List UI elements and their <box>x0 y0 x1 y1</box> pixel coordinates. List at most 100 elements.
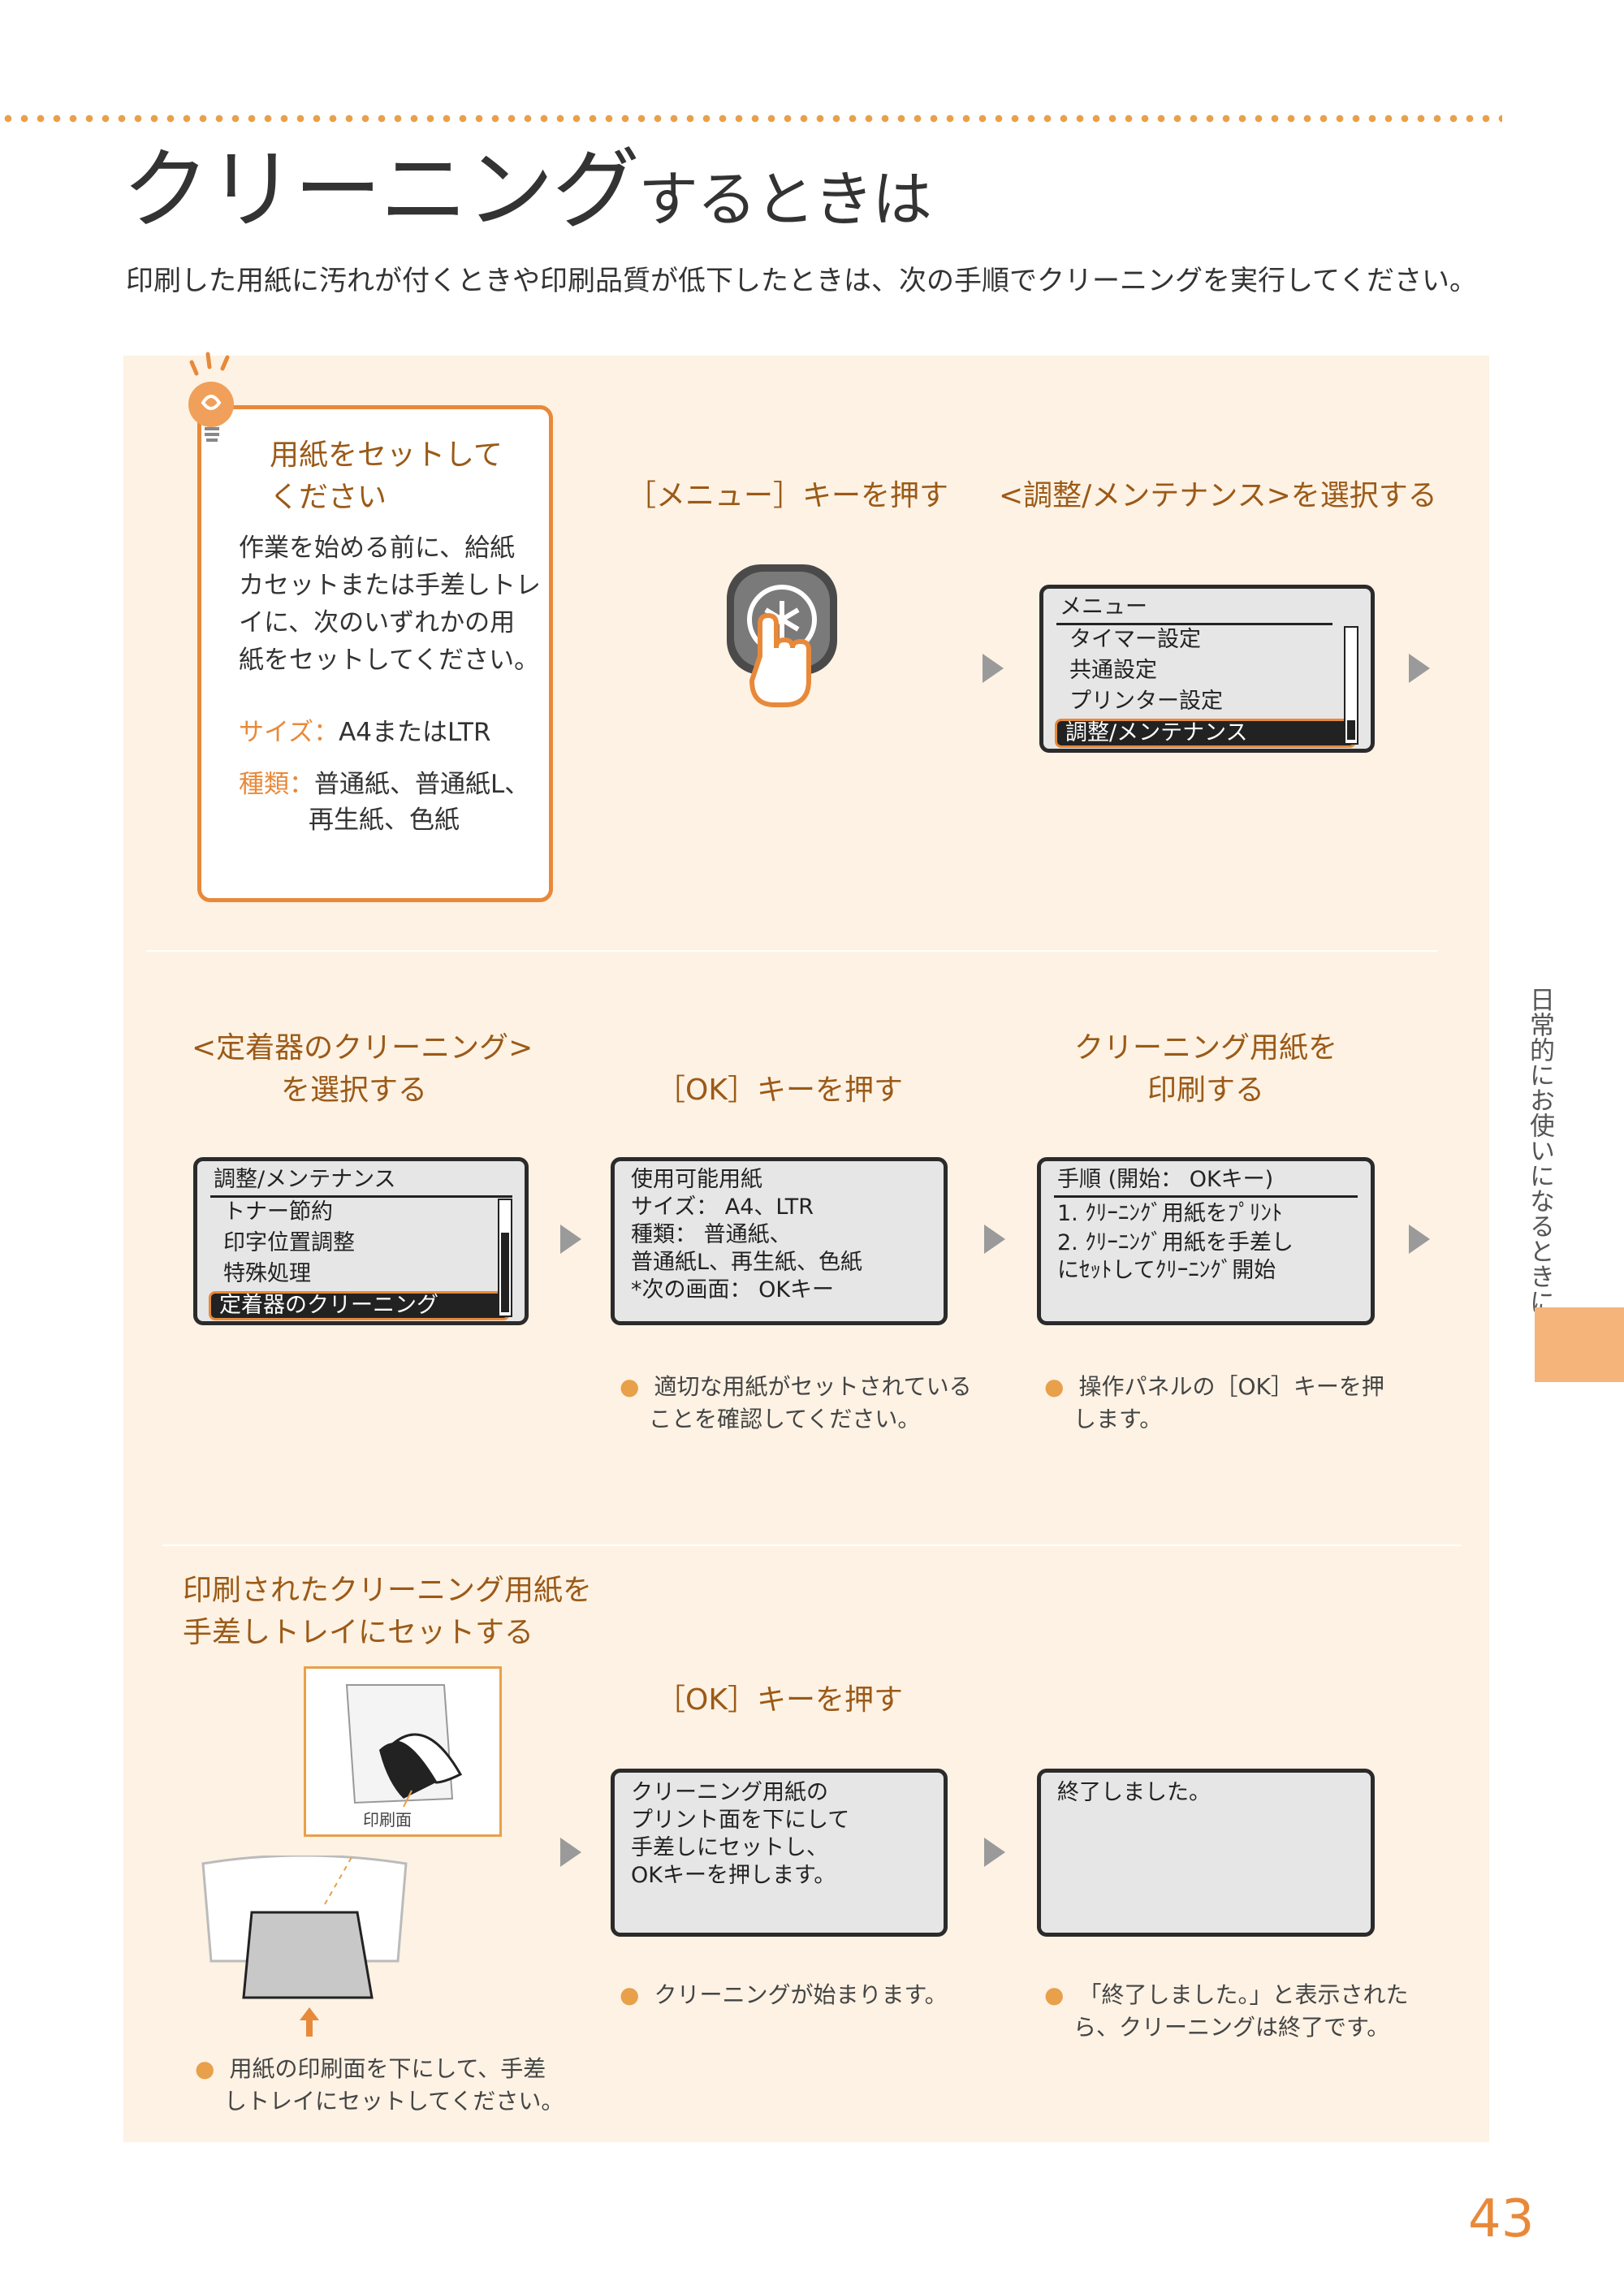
arrow-icon <box>560 1838 581 1867</box>
note-line: します。 <box>1073 1406 1163 1432</box>
step-select-fixing: <定着器のクリーニング> を選択する <box>192 1027 533 1112</box>
lcd-menu: メニュー タイマー設定 共通設定 プリンター設定 調整/メンテナンス <box>1039 585 1375 753</box>
arrow-icon <box>1409 654 1430 683</box>
tip-body-line: 作業を始める前に、給紙 <box>239 534 516 563</box>
lcd-item-selected[interactable]: 定着器のクリーニング <box>209 1291 510 1320</box>
bullet-icon: ● <box>1044 1981 1065 2008</box>
lcd-item-selected[interactable]: 調整/メンテナンス <box>1055 719 1356 748</box>
step-ok-key: ［OK］キーを押す <box>656 1074 903 1107</box>
tip-body-line: イに、次のいずれかの用 <box>239 608 516 637</box>
lcd-item[interactable]: タイマー設定 <box>1069 627 1201 652</box>
lcd-rule <box>1054 1195 1358 1198</box>
lightbulb-icon <box>180 349 253 447</box>
lcd-adjust: 調整/メンテナンス トナー節約 印字位置調整 特殊処理 定着器のクリーニング <box>193 1157 529 1325</box>
lcd-item[interactable]: プリンター設定 <box>1069 689 1223 714</box>
lcd-rule <box>1056 623 1332 625</box>
lcd-item[interactable]: 印字位置調整 <box>223 1230 355 1255</box>
title-main: クリーニング <box>122 140 640 241</box>
note-line: 適切な用紙がセットされている <box>654 1373 972 1400</box>
step-line: 印刷されたクリーニング用紙を <box>183 1574 593 1607</box>
step-line: <定着器のクリーニング> <box>192 1031 533 1065</box>
note-line: 用紙の印刷面を下にして、手差 <box>229 2055 546 2082</box>
bullet-icon: ● <box>195 2055 215 2082</box>
tip-title-line: ください <box>270 481 387 514</box>
note-check-paper: ● 適切な用紙がセットされている ことを確認してください。 <box>620 1371 972 1436</box>
side-tab-label: 日常的にお使いになるときに <box>1525 987 1554 1314</box>
lcd-scrollbar[interactable] <box>498 1199 512 1317</box>
lcd-line: サイズ： A4、LTR <box>631 1195 814 1220</box>
arrow-icon <box>984 1838 1005 1867</box>
tip-body-line: 紙をセットしてください。 <box>239 646 540 675</box>
section-divider <box>162 1544 1462 1546</box>
bullet-icon: ● <box>620 1373 640 1400</box>
lcd-paper: 使用可能用紙 サイズ： A4、LTR 種類： 普通紙、 普通紙L、再生紙、色紙 … <box>611 1157 948 1325</box>
lcd-rule <box>210 1195 512 1198</box>
printer-tray-illustration <box>195 1847 414 2010</box>
tip-body-line: カセットまたは手差しトレ <box>239 571 541 600</box>
lcd-line: プリント面を下にして <box>631 1808 850 1833</box>
lcd-set-paper: クリーニング用紙の プリント面を下にして 手差しにセットし、 OKキーを押します… <box>611 1769 948 1937</box>
step-line: 印刷する <box>1147 1074 1264 1107</box>
note-paper-face-down: ● 用紙の印刷面を下にして、手差 しトレイにセットしてください。 <box>195 2053 564 2118</box>
step-set-cleaning-paper: 印刷されたクリーニング用紙を 手差しトレイにセットする <box>183 1570 593 1654</box>
page-subtitle: 印刷した用紙に汚れが付くときや印刷品質が低下したときは、次の手順でクリーニングを… <box>126 265 1477 297</box>
menu-key-icon <box>723 560 844 747</box>
tip-type-cont: 再生紙、色紙 <box>309 806 460 835</box>
note-press-ok: ● 操作パネルの［OK］キーを押 します。 <box>1044 1371 1384 1436</box>
page-title: クリーニングするときは <box>122 138 932 244</box>
tip-size-value: A4またはLTR <box>339 718 491 747</box>
tip-body: 作業を始める前に、給紙 カセットまたは手差しトレ イに、次のいずれかの用 紙をセ… <box>239 529 541 679</box>
tip-size-key: サイズ： <box>239 718 339 747</box>
lcd-line: 種類： 普通紙、 <box>631 1222 792 1247</box>
lcd-line: *次の画面： OKキー <box>631 1277 835 1303</box>
note-line: 操作パネルの［OK］キーを押 <box>1078 1373 1384 1400</box>
lcd-line: 終了しました。 <box>1057 1780 1211 1805</box>
note-line: ことを確認してください。 <box>649 1406 921 1432</box>
note-cleaning-starts: ● クリーニングが始まります。 <box>620 1979 948 2011</box>
lcd-line: クリーニング用紙の <box>631 1780 828 1805</box>
tip-box <box>197 405 553 902</box>
tip-type-key: 種類： <box>239 770 314 799</box>
tip-type-value: 普通紙、普通紙L、 <box>314 770 530 799</box>
step-line: クリーニング用紙を <box>1073 1031 1337 1065</box>
lcd-title: メニュー <box>1060 594 1147 620</box>
step-line: 手差しトレイにセットする <box>183 1616 534 1649</box>
note-line: しトレイにセットしてください。 <box>224 2088 564 2115</box>
note-line: 「終了しました。」と表示された <box>1078 1981 1409 2008</box>
lcd-line: 手差しにセットし、 <box>631 1835 828 1860</box>
lcd-item[interactable]: 共通設定 <box>1069 658 1157 683</box>
side-tab[interactable] <box>1535 1307 1624 1382</box>
arrow-icon <box>1409 1225 1430 1254</box>
section-divider <box>146 950 1437 952</box>
lcd-line: OKキーを押します。 <box>631 1863 836 1888</box>
tip-title-line: 用紙をセットして <box>270 438 503 472</box>
lcd-line: 普通紙L、再生紙、色紙 <box>631 1250 863 1275</box>
lcd-done: 終了しました。 <box>1037 1769 1375 1937</box>
lcd-line: 使用可能用紙 <box>631 1167 762 1192</box>
note-line: クリーニングが始まります。 <box>654 1981 948 2008</box>
arrow-up-icon <box>298 2006 321 2038</box>
step-ok-key-final: ［OK］キーを押す <box>656 1683 903 1717</box>
note-cleaning-done: ● 「終了しました。」と表示された ら、クリーニングは終了です。 <box>1044 1979 1408 2044</box>
lcd-procedure: 手順 (開始： OKキー) 1. ｸﾘｰﾆﾝｸﾞ用紙をﾌﾟﾘﾝﾄ 2. ｸﾘｰﾆ… <box>1037 1157 1375 1325</box>
lcd-item[interactable]: トナー節約 <box>223 1199 333 1225</box>
lcd-scrollbar[interactable] <box>1344 626 1358 745</box>
lcd-line: 2. ｸﾘｰﾆﾝｸﾞ用紙を手差し <box>1057 1230 1294 1255</box>
arrow-icon <box>560 1225 581 1254</box>
lcd-line: にｾｯﾄしてｸﾘｰﾆﾝｸﾞ開始 <box>1057 1258 1276 1283</box>
step-select-adjust: <調整/メンテナンス>を選択する <box>999 479 1437 512</box>
bullet-icon: ● <box>620 1981 640 2008</box>
step-print-cleaning: クリーニング用紙を 印刷する <box>1043 1027 1368 1112</box>
tip-title: 用紙をセットして ください <box>270 434 503 519</box>
step-menu-key: ［メニュー］キーを押す <box>626 479 948 512</box>
tip-type: 種類：普通紙、普通紙L、 <box>239 767 529 802</box>
bullet-icon: ● <box>1044 1373 1065 1400</box>
tip-size: サイズ：A4またはLTR <box>239 715 491 750</box>
lcd-item[interactable]: 特殊処理 <box>223 1261 311 1286</box>
note-line: ら、クリーニングは終了です。 <box>1073 2014 1390 2041</box>
arrow-icon <box>983 654 1004 683</box>
page-number: 43 <box>1468 2189 1535 2249</box>
lcd-title: 手順 (開始： OKキー) <box>1057 1167 1274 1192</box>
title-tail: するときは <box>638 165 932 235</box>
dotted-rule <box>0 114 1502 123</box>
